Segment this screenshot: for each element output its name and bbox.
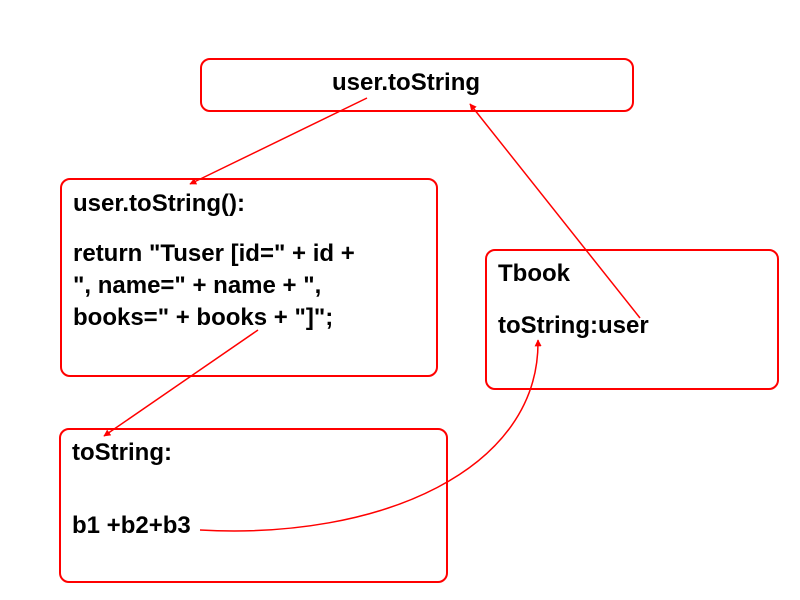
books-box-body: b1 +b2+b3 [72,512,191,539]
arrow-books-to-tostring [103,329,259,437]
arrow-tbook-user-to-call [469,103,641,319]
box-tbook [485,249,779,390]
box-user-tostring-call [200,58,634,112]
method-box-line-3: books=" + books + "]"; [73,304,334,331]
method-box-line-2: ", name=" + name + ", [73,272,322,299]
tbook-box-title: Tbook [498,260,570,287]
books-box-title: toString: [72,439,172,466]
arrow-call-to-method [189,97,368,185]
box-user-tostring-method [60,178,438,377]
box-books-tostring [59,428,448,583]
method-box-title: user.toString(): [73,190,245,217]
top-box-title: user.toString [332,69,481,96]
tbook-box-body: toString:user [498,312,649,339]
arrow-items-to-tbook [199,339,542,532]
method-box-line-1: return "Tuser [id=" + id + [73,240,355,267]
